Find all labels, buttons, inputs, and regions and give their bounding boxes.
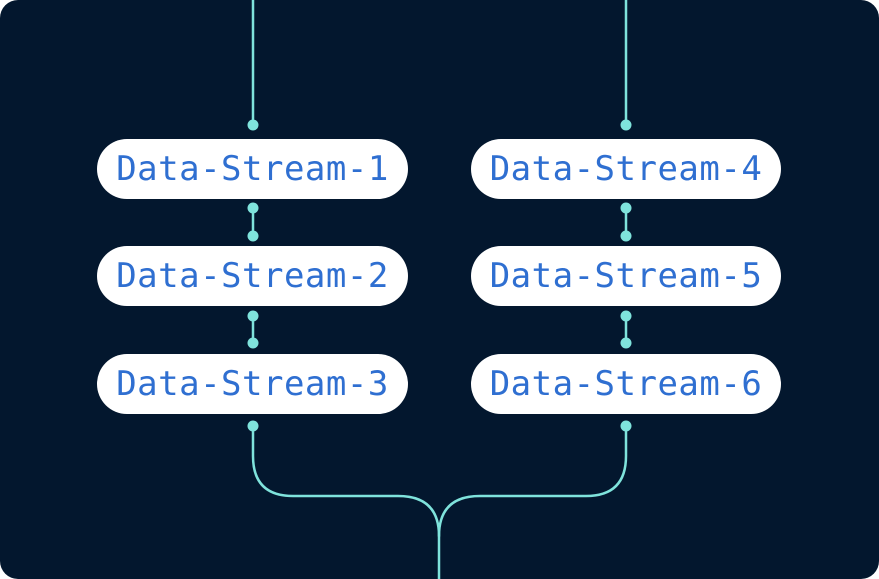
connector-dot [620, 119, 632, 131]
connector-dot [620, 202, 632, 214]
connector-dot [620, 420, 632, 432]
data-stream-node-1: Data-Stream-1 [97, 139, 408, 199]
connector-dot [247, 119, 259, 131]
connector-dot [247, 202, 259, 214]
connector-dot [247, 230, 259, 242]
data-stream-node-4: Data-Stream-4 [471, 139, 781, 199]
left-merge-path [251, 424, 441, 579]
connector-dot [620, 337, 632, 349]
data-stream-node-6: Data-Stream-6 [471, 354, 781, 414]
data-stream-node-3: Data-Stream-3 [97, 354, 408, 414]
connector-dot [247, 337, 259, 349]
connector-dot [247, 310, 259, 322]
data-stream-node-5: Data-Stream-5 [471, 246, 781, 306]
connector-dot [247, 420, 259, 432]
data-stream-node-2: Data-Stream-2 [97, 246, 408, 306]
connector-dot [620, 230, 632, 242]
connector-dot [620, 310, 632, 322]
right-merge-path [437, 424, 628, 538]
